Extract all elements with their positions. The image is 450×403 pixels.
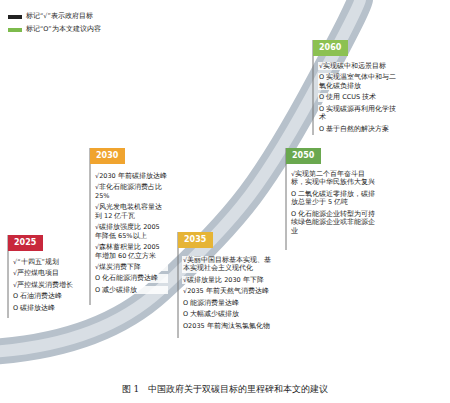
year-label: 2030	[96, 151, 119, 161]
goal-item: √美丽中国目标基本实现、基本实现社会主义现代化	[182, 256, 274, 273]
milestone-flag: 2025	[8, 235, 43, 251]
goal-item: √煤炭消费下降	[94, 263, 168, 271]
year-label: 2035	[184, 235, 207, 245]
pole	[178, 232, 179, 338]
goal-item: √严控煤炭消费增长	[12, 281, 76, 289]
milestone-flag: 2035	[178, 232, 213, 248]
goal-item: √2030 年前碳排放达峰	[94, 172, 168, 180]
legend-swatch	[8, 15, 22, 19]
legend-swatch	[8, 28, 22, 32]
goal-item: √2035 年前天然气消费达峰	[182, 287, 274, 295]
goal-item: √严控煤电项目	[12, 269, 76, 277]
milestone-list: √“十四五”规划 √严控煤电项目 √严控煤炭消费增长 O 石油消费达峰 O 碳排放达峰	[12, 258, 76, 315]
pole	[90, 148, 91, 305]
year-label: 2060	[319, 43, 342, 53]
milestone-list: √实现碳中和远景目标 O 实现温室气体中和与二氧化碳负排放 O 使用 CCUS 技术…	[318, 62, 404, 136]
goal-item: O 二氧化碳近零排放，碳排放总量少于 5 亿吨	[290, 190, 378, 207]
goal-item: O 使用 CCUS 技术	[318, 93, 404, 101]
goal-item: O 碳排放达峰	[12, 304, 76, 312]
milestone-list: √实现第二个百年奋斗目标，实现中华民族伟大复兴 O 二氧化碳近零排放，碳排放总量少…	[290, 170, 378, 238]
goal-item: O 实现碳源再利用化学技术	[318, 105, 404, 122]
milestone-flag: 2060	[313, 40, 348, 56]
goal-item: √碳排放量比 2030 年下降	[182, 276, 274, 284]
goal-item: O 减少碳排放	[94, 286, 168, 294]
legend-row: 标记“O”为本文建议内容	[8, 25, 101, 34]
year-label: 2050	[292, 151, 315, 161]
goal-item: √森林蓄积量比 2005 年增加 60 亿立方米	[94, 243, 168, 260]
goal-item: √风光发电装机容量达到 12 亿千瓦	[94, 203, 168, 220]
goal-item: √“十四五”规划	[12, 258, 76, 266]
goal-item: O2035 年前淘汰氢氯氟化物	[182, 322, 274, 330]
goal-item: O 大幅减少碳排放	[182, 310, 274, 318]
goal-item: O 基于自然的解决方案	[318, 125, 404, 133]
goal-item: √非化石能源消费占比 25%	[94, 183, 168, 200]
legend: 标记“√”表示政府目标标记“O”为本文建议内容	[8, 12, 101, 38]
goal-item: O 实现温室气体中和与二氧化碳负排放	[318, 73, 404, 90]
goal-item: √碳排放强度比 2005 年降低 65%以上	[94, 223, 168, 240]
goal-item: √实现第二个百年奋斗目标，实现中华民族伟大复兴	[290, 170, 378, 187]
goal-item: √实现碳中和远景目标	[318, 62, 404, 70]
milestone-list: √2030 年前碳排放达峰 √非化石能源消费占比 25% √风光发电装机容量达到 1…	[94, 172, 168, 297]
year-label: 2025	[14, 238, 37, 248]
milestone-flag: 2050	[286, 148, 321, 164]
goal-item: O 化石能源消费达峰	[94, 274, 168, 282]
figure-caption: 图 1 中国政府关于双碳目标的里程碑和本文的建议	[0, 383, 450, 396]
milestone-list: √美丽中国目标基本实现、基本实现社会主义现代化 √碳排放量比 2030 年下降 √2…	[182, 256, 274, 333]
legend-row: 标记“√”表示政府目标	[8, 12, 101, 21]
goal-item: O 化石能源企业转型为可持续绿色能源企业或非能源企业	[290, 210, 378, 235]
legend-text: 标记“O”为本文建议内容	[26, 25, 101, 34]
milestone-flag: 2030	[90, 148, 125, 164]
goal-item: O 石油消费达峰	[12, 292, 76, 300]
legend-text: 标记“√”表示政府目标	[26, 12, 93, 21]
goal-item: O 能源消费量达峰	[182, 299, 274, 307]
